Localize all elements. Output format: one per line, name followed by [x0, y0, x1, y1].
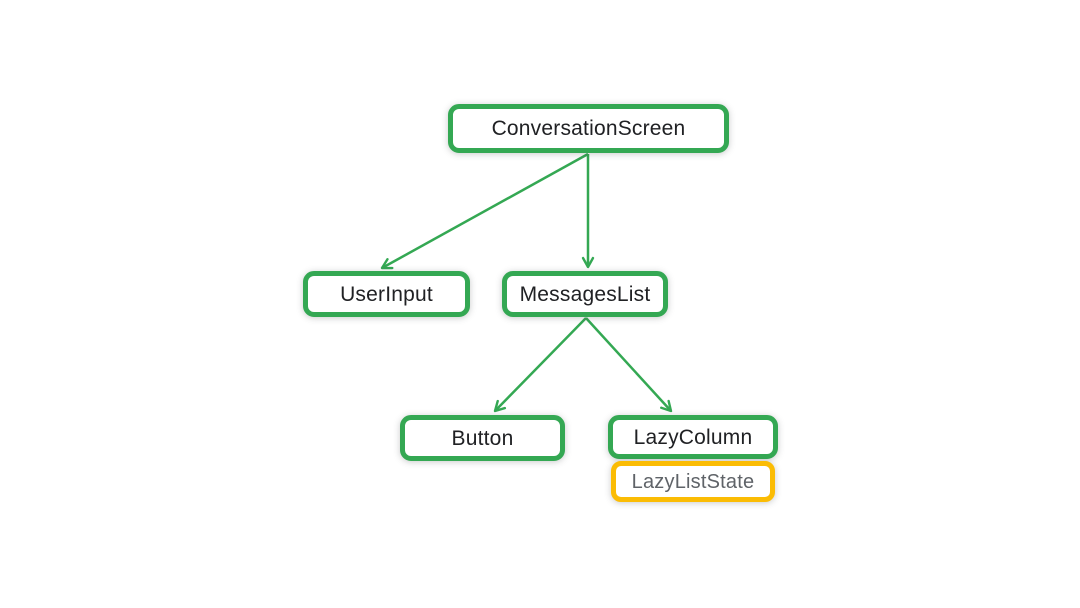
edge-messageslist-button [493, 317, 587, 413]
node-userinput: UserInput [303, 271, 470, 317]
edge-conversationscreen-userinput [380, 152, 589, 270]
node-button-label: Button [451, 426, 514, 450]
node-conversationscreen-label: ConversationScreen [491, 117, 686, 140]
node-messageslist-label: MessagesList [519, 282, 651, 306]
node-messageslist: MessagesList [502, 271, 668, 317]
node-conversationscreen: ConversationScreen [448, 104, 729, 153]
node-button: Button [400, 415, 565, 461]
node-lazycolumn-label: LazyColumn [633, 425, 753, 449]
node-lazyliststate: LazyListState [611, 461, 775, 502]
node-userinput-label: UserInput [340, 282, 433, 306]
node-lazyliststate-label: LazyListState [631, 470, 755, 493]
edge-messageslist-lazycolumn [585, 317, 673, 413]
node-lazycolumn: LazyColumn [608, 415, 778, 459]
